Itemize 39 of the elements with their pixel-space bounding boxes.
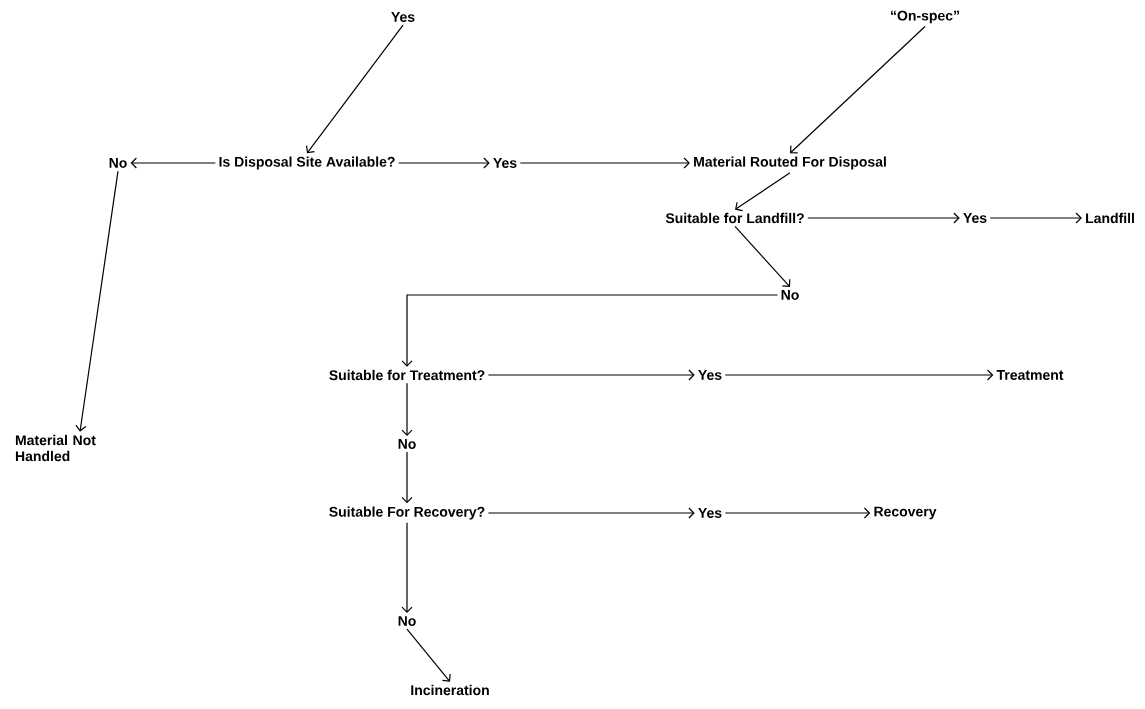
step-text: No (781, 290, 799, 300)
arrow (401, 451, 413, 504)
step-text: Suitable for Landfill? (665, 212, 804, 224)
arrow (807, 212, 960, 224)
arrow (519, 157, 690, 169)
step-text: Suitable For Recovery? (329, 506, 485, 520)
step-text: Suitable for Treatment? (329, 369, 485, 381)
arrow (724, 369, 994, 381)
step-text: Yes (391, 12, 415, 22)
step-text: Yes (698, 508, 722, 518)
arrow (130, 157, 216, 169)
arrow (487, 507, 695, 519)
arrow (487, 369, 695, 381)
arrow (989, 212, 1082, 224)
step-text: “On-spec” (891, 10, 959, 24)
step-text: Recovery (874, 506, 937, 520)
step-text: Material Routed For Disposal (694, 156, 886, 170)
arrow (401, 294, 779, 367)
step-text: Treatment (996, 370, 1064, 380)
step-text: Yes (963, 213, 987, 223)
step-text: Is Disposal Site Available? (219, 156, 395, 170)
step-text: Material Not Handled (15, 434, 96, 462)
step-text: Yes (493, 158, 517, 168)
arrow (735, 172, 791, 212)
arrow (75, 170, 119, 432)
arrow (406, 628, 451, 682)
arrow (724, 507, 871, 519)
step-text: Landfill (1086, 212, 1134, 224)
arrow (734, 225, 791, 287)
arrow (398, 157, 490, 169)
arrow (401, 522, 413, 613)
step-text: No (398, 439, 416, 449)
arrow (401, 382, 413, 436)
arrow (790, 25, 926, 154)
step-text: Incineration (411, 684, 489, 696)
step-text: No (109, 158, 127, 168)
step-text: Yes (698, 370, 722, 380)
arrow (305, 24, 404, 154)
step-text: No (398, 616, 416, 626)
